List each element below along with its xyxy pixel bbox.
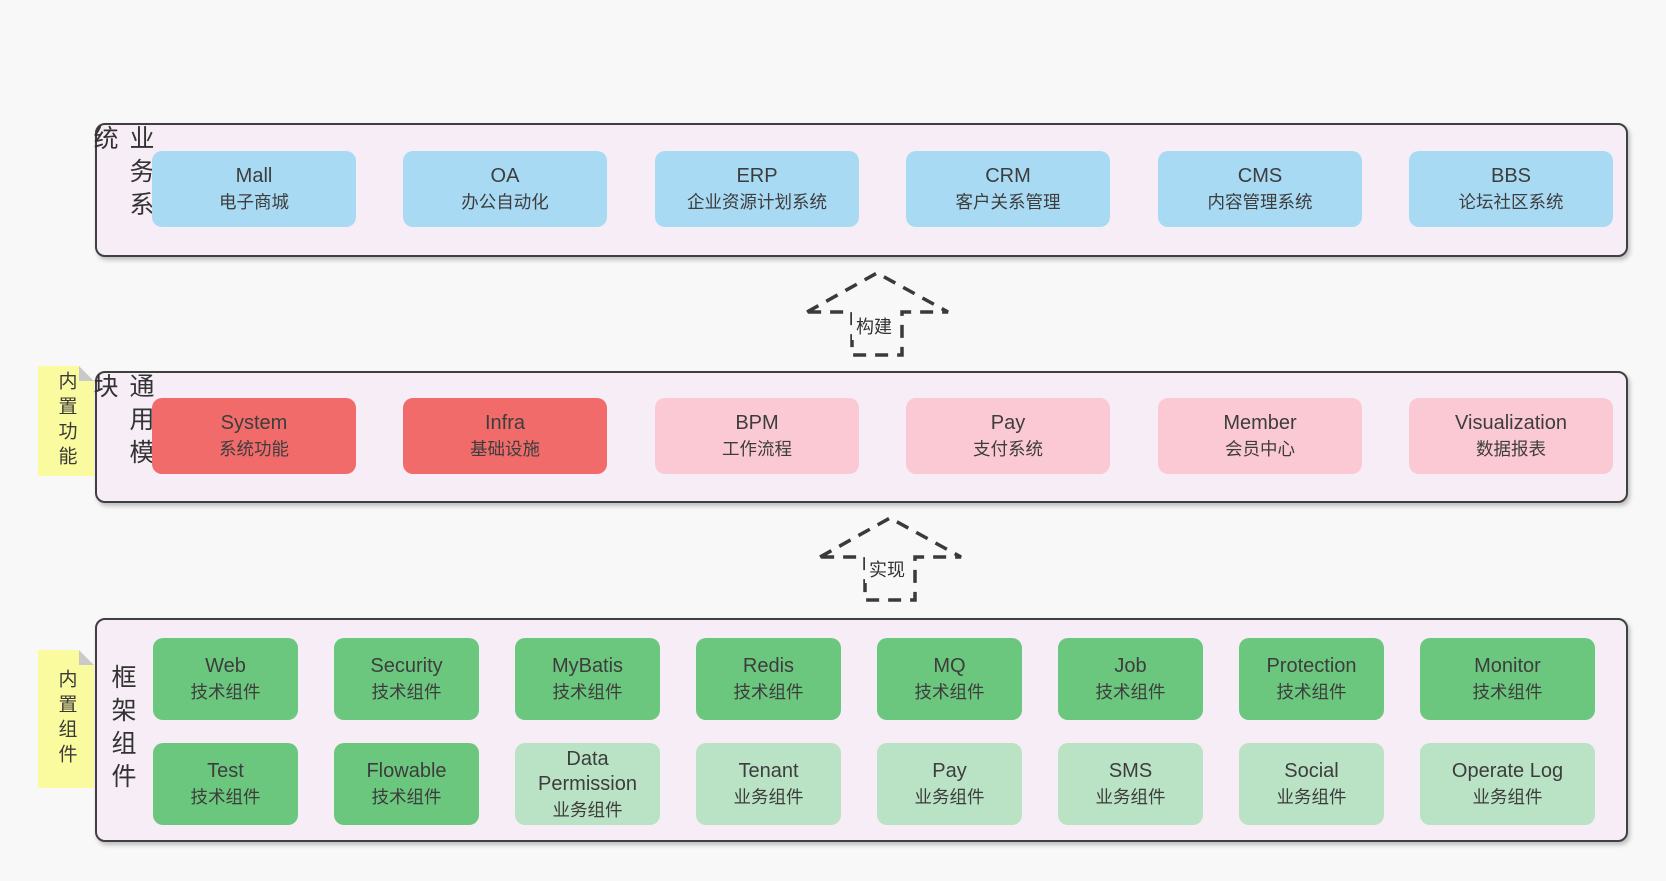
box-cms: CMS 内容管理系统	[1158, 151, 1362, 227]
side-label-common-modules: 通用模块	[90, 373, 154, 472]
box-mq: MQ 技术组件	[877, 638, 1022, 720]
box-name-label: Protection	[1266, 655, 1357, 678]
box-mybatis: MyBatis 技术组件	[515, 638, 660, 720]
box-name-label: SMS	[1108, 760, 1153, 783]
box-member: Member 会员中心	[1158, 398, 1362, 474]
box-desc-label: 技术组件	[190, 682, 261, 703]
box-desc-label: 技术组件	[1276, 682, 1347, 703]
box-sms: SMS 业务组件	[1058, 743, 1203, 825]
box-desc-label: 技术组件	[1472, 682, 1543, 703]
box-system: System 系统功能	[152, 398, 356, 474]
box-desc-label: 技术组件	[371, 787, 442, 808]
box-name-label: Tenant	[738, 760, 799, 783]
box-name-label: Pay	[932, 760, 967, 783]
side-label-framework-components: 框架组件	[108, 664, 136, 796]
box-name-label: CRM	[985, 165, 1031, 188]
box-desc-label: 技术组件	[733, 682, 804, 703]
box-name-label: Data Permission	[538, 747, 637, 795]
sticky-note-label: 内置功能	[55, 371, 77, 471]
box-name-label: Social	[1284, 760, 1339, 783]
box-name-label: Pay	[990, 412, 1026, 435]
box-name-label: BBS	[1490, 165, 1532, 188]
box-visualization: Visualization 数据报表	[1409, 398, 1613, 474]
box-name-label: Visualization	[1455, 412, 1567, 435]
box-desc-label: 系统功能	[219, 439, 289, 460]
box-desc-label: 技术组件	[552, 682, 623, 703]
box-desc-label: 业务组件	[552, 799, 623, 820]
box-flowable: Flowable 技术组件	[334, 743, 479, 825]
box-bpm: BPM 工作流程	[655, 398, 859, 474]
box-desc-label: 论坛社区系统	[1458, 192, 1564, 213]
sticky-note-label: 内置组件	[55, 669, 77, 769]
box-job: Job 技术组件	[1058, 638, 1203, 720]
box-name-label: Mall	[235, 165, 273, 188]
box-name-label: Operate Log	[1451, 760, 1564, 783]
box-desc-label: 办公自动化	[461, 192, 549, 213]
box-name-label: Web	[205, 655, 246, 678]
box-desc-label: 业务组件	[1095, 787, 1166, 808]
box-desc-label: 技术组件	[190, 787, 261, 808]
box-name-label: Flowable	[366, 760, 447, 783]
box-redis: Redis 技术组件	[696, 638, 841, 720]
box-desc-label: 电子商城	[219, 192, 289, 213]
box-desc-label: 业务组件	[914, 787, 985, 808]
box-protection: Protection 技术组件	[1239, 638, 1384, 720]
box-name-label: Redis	[742, 655, 795, 678]
box-desc-label: 内容管理系统	[1207, 192, 1313, 213]
side-label-business-systems: 业务系统	[90, 125, 154, 224]
sticky-note-built-in-features: 内置功能	[38, 366, 94, 476]
sticky-note-built-in-components: 内置组件	[38, 650, 94, 788]
box-desc-label: 业务组件	[1472, 787, 1543, 808]
build-arrow-label: 构建	[852, 312, 896, 340]
layer-common-modules: 通用模块 System 系统功能 Infra 基础设施 BPM 工作流程 Pay…	[90, 371, 1628, 503]
box-name-label: MyBatis	[551, 655, 624, 678]
box-name-label: CMS	[1237, 165, 1283, 188]
box-operate-log: Operate Log 业务组件	[1420, 743, 1595, 825]
box-name-label: Job	[1114, 655, 1147, 678]
layer-framework-components: 框架组件 Web 技术组件 Security 技术组件 MyBatis 技术组件…	[95, 618, 1628, 842]
implement-arrow-label: 实现	[865, 555, 909, 583]
box-desc-label: 支付系统	[973, 439, 1043, 460]
box-name-label: Monitor	[1474, 655, 1541, 678]
box-desc-label: 会员中心	[1225, 439, 1295, 460]
box-erp: ERP 企业资源计划系统	[655, 151, 859, 227]
box-mall: Mall 电子商城	[152, 151, 356, 227]
box-desc-label: 企业资源计划系统	[687, 192, 827, 213]
box-infra: Infra 基础设施	[403, 398, 607, 474]
box-name-label: MQ	[933, 655, 966, 678]
box-desc-label: 工作流程	[722, 439, 792, 460]
box-social: Social 业务组件	[1239, 743, 1384, 825]
box-security: Security 技术组件	[334, 638, 479, 720]
box-name-label: Infra	[484, 412, 526, 435]
box-pay-module: Pay 支付系统	[906, 398, 1110, 474]
folded-corner	[79, 650, 94, 665]
box-name-label: Test	[207, 760, 244, 783]
box-name-label: BPM	[735, 412, 779, 435]
box-name-label: OA	[490, 165, 520, 188]
box-data-permission: Data Permission 业务组件	[515, 743, 660, 825]
box-desc-label: 数据报表	[1476, 439, 1546, 460]
box-name-label: Security	[370, 655, 443, 678]
box-pay-component: Pay 业务组件	[877, 743, 1022, 825]
box-desc-label: 基础设施	[470, 439, 540, 460]
box-desc-label: 业务组件	[1276, 787, 1347, 808]
box-desc-label: 技术组件	[1095, 682, 1166, 703]
box-monitor: Monitor 技术组件	[1420, 638, 1595, 720]
box-crm: CRM 客户关系管理	[906, 151, 1110, 227]
box-tenant: Tenant 业务组件	[696, 743, 841, 825]
box-name-label: ERP	[736, 165, 778, 188]
box-desc-label: 客户关系管理	[955, 192, 1061, 213]
box-name-label: System	[220, 412, 288, 435]
box-test: Test 技术组件	[153, 743, 298, 825]
box-oa: OA 办公自动化	[403, 151, 607, 227]
box-desc-label: 业务组件	[733, 787, 804, 808]
box-web: Web 技术组件	[153, 638, 298, 720]
box-desc-label: 技术组件	[371, 682, 442, 703]
box-bbs: BBS 论坛社区系统	[1409, 151, 1613, 227]
layer-business-systems: 业务系统 Mall 电子商城 OA 办公自动化 ERP 企业资源计划系统 CRM…	[90, 123, 1628, 257]
box-name-label: Member	[1223, 412, 1297, 435]
box-desc-label: 技术组件	[914, 682, 985, 703]
